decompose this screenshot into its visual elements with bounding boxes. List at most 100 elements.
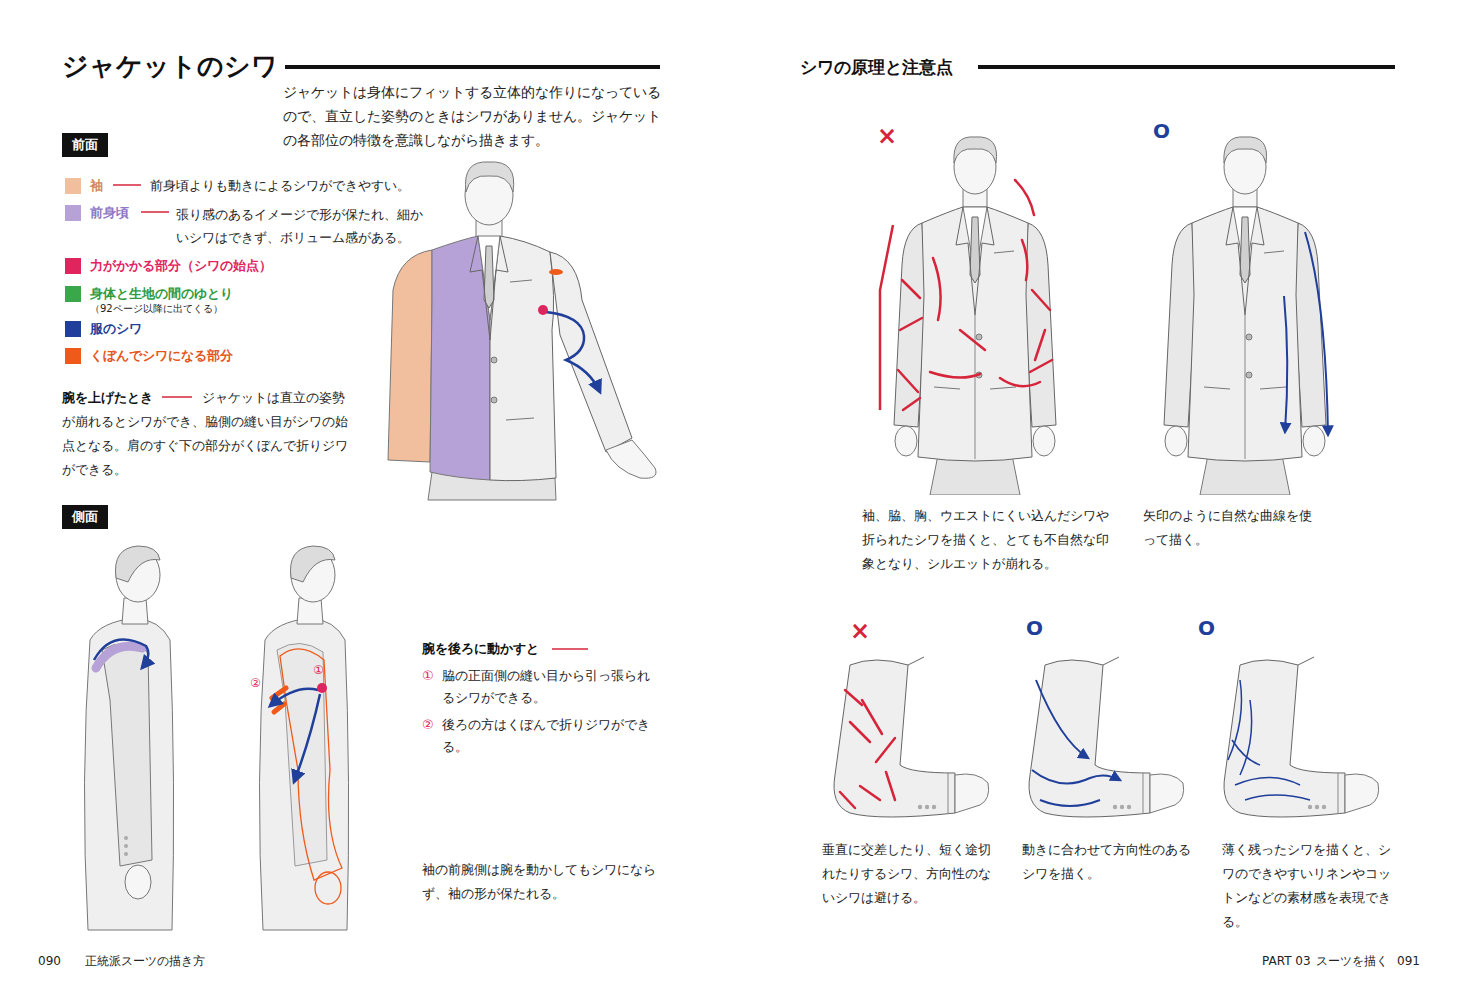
caption: 矢印のように自然な曲線を使って描く。: [1143, 504, 1323, 552]
wrong-front-figure: [880, 137, 1056, 495]
legend-text: 服のシワ: [90, 319, 142, 339]
front-figure: [465, 162, 513, 192]
subheading: 腕を上げたとき: [62, 386, 153, 410]
arm-figure: [876, 738, 895, 762]
dash-mark: [113, 184, 141, 186]
heading-rule: [285, 65, 660, 69]
right-front-figure: [1164, 137, 1328, 495]
wrong-front-figure: [900, 318, 922, 330]
wrong-front-figure: [1035, 330, 1045, 360]
wrong-front-figure: [1022, 240, 1027, 280]
callout-number: ①: [313, 662, 324, 678]
arm-figure: [1224, 657, 1379, 817]
dash-mark: [162, 396, 192, 398]
arm-figure: [845, 690, 862, 705]
caption: 垂直に交差したり、短く途切れたりするシワ、方向性のないシワは避ける。: [822, 838, 997, 910]
arm-figure: [1232, 740, 1260, 765]
legend-swatch: [65, 348, 81, 364]
front-figure: [606, 440, 656, 478]
body-text: 後ろの方はくぼんで折りジワができる。: [442, 714, 662, 758]
wrong-front-figure: [894, 137, 1056, 495]
subheading: 腕を後ろに動かすと: [422, 638, 539, 660]
legend-text: くぼんでシワになる部分: [90, 346, 233, 366]
running-footer: PART 03: [1262, 953, 1311, 969]
wrong-mark: ×: [877, 122, 897, 150]
right-mark: O: [1026, 615, 1043, 641]
caption: 袖、脇、胸、ウエストにくい込んだシワや折られたシワを描くと、とても不自然な印象と…: [862, 504, 1120, 576]
arm-figure: [886, 772, 895, 800]
legend-swatch: [65, 321, 81, 337]
legend-swatch: [65, 178, 81, 194]
body-text: 脇の正面側の縫い目から引っ張られるシワができる。: [442, 665, 662, 709]
side-figure: [124, 852, 128, 856]
wrong-front-figure: [1015, 180, 1034, 215]
side-figure-moving: [277, 643, 327, 866]
front-figure: [546, 312, 600, 392]
side-figure-moving: [315, 872, 341, 904]
right-mark: O: [1198, 615, 1215, 641]
arm-figure: [834, 657, 1379, 817]
dash-mark: [552, 648, 588, 650]
arm-figure: [1240, 700, 1252, 775]
caption: 動きに合わせて方向性のあるシワを描く。: [1022, 838, 1192, 886]
intro-text: ジャケットは身体にフィットする立体的な作りになっているので、直立した姿勢のときは…: [283, 80, 668, 152]
side-figure-moving: [294, 694, 320, 782]
body-text: ジャケットは直立の姿勢が崩れるとシワができ、脇側の縫い目がシワの始点となる。肩の…: [62, 386, 352, 482]
section-tag: 側面: [62, 505, 108, 529]
body-text: 袖の前腕側は腕を動かしてもシワにならず、袖の形が保たれる。: [422, 858, 667, 906]
wrong-mark: ×: [850, 617, 870, 645]
side-figure: [84, 618, 173, 930]
front-figure: [550, 252, 632, 452]
section-tag-text: 前面: [72, 136, 98, 154]
page-number: 091: [1397, 953, 1420, 969]
arm-figure: [1032, 770, 1120, 783]
wrong-front-figure: [930, 372, 980, 378]
wrong-front-figure: [1032, 290, 1050, 310]
front-figure: [491, 357, 497, 363]
side-figure: [94, 640, 148, 668]
arm-figure: [1228, 680, 1242, 760]
caption: 薄く残ったシワを描くと、シワのできやすいリネンやコットンなどの素材感を表現できる…: [1222, 838, 1397, 934]
legend-swatch: [65, 258, 81, 274]
wrong-front-figure: [898, 370, 918, 392]
side-figure: [84, 546, 173, 930]
legend-swatch: [65, 286, 81, 302]
front-figure: [430, 236, 490, 480]
front-figure: [470, 236, 490, 340]
side-figure: [125, 865, 151, 899]
arm-figure: [850, 722, 870, 742]
front-figure: [506, 280, 534, 420]
heading-rule: [978, 65, 1395, 69]
wrong-front-figure: [880, 225, 893, 410]
wrong-front-figure: [1030, 360, 1052, 372]
legend-swatch: [65, 205, 81, 221]
legend-note: 前身頃よりも動きによるシワができやすい。: [150, 176, 410, 196]
side-figure-moving: [290, 546, 335, 582]
legend-note: 張り感のあるイメージで形が保たれ、細かいシワはできず、ボリューム感がある。: [176, 203, 426, 249]
front-figure: [388, 250, 432, 462]
front-figure: [549, 269, 563, 275]
running-footer: 正統派スーツの描き方: [85, 953, 205, 969]
legend-text: 力がかかる部分（シワの始点）: [90, 256, 272, 276]
right-mark: O: [1153, 118, 1170, 144]
arm-figure: [840, 792, 855, 808]
side-figure-moving: [259, 546, 348, 930]
callout-number: ②: [250, 675, 261, 691]
legend-text: 身体と生地の間のゆとり: [90, 284, 233, 304]
side-figure-moving: [280, 649, 342, 880]
arm-figure: [1032, 680, 1120, 806]
section-tag: 前面: [62, 133, 108, 157]
arm-figure: [834, 657, 989, 817]
side-figure-moving: [259, 618, 348, 930]
side-figure-moving: [270, 689, 318, 706]
front-figure: [478, 236, 500, 320]
arm-figure: [1235, 778, 1300, 786]
side-figure: [124, 836, 128, 840]
arm-figure: [1029, 657, 1184, 817]
arm-figure: [1228, 680, 1310, 800]
front-figure: [538, 305, 548, 315]
arm-figure: [860, 786, 880, 800]
front-figure: [490, 236, 508, 340]
legend-note: （92ページ以降に出てくる）: [90, 302, 223, 316]
